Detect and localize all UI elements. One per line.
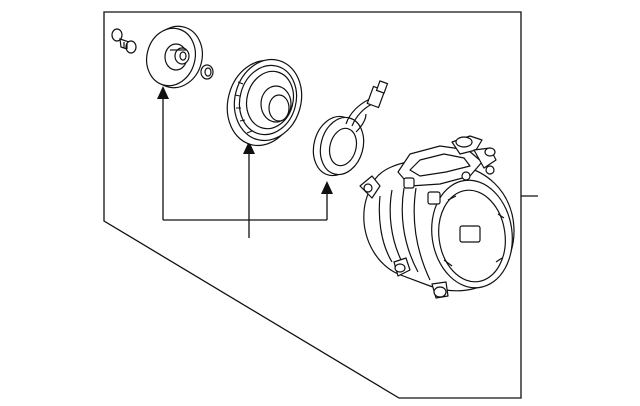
arrow-head-field-coil: [321, 181, 333, 194]
hub-plate-icon: [140, 20, 209, 93]
arrow-head-pulley: [243, 141, 255, 154]
panel-border: [104, 12, 521, 398]
coil-icon: [307, 81, 387, 181]
pulley-icon: [218, 52, 310, 153]
washer-icon: [201, 65, 213, 79]
bolt-icon: [112, 29, 136, 53]
arrow-head-hub-plate: [157, 86, 169, 99]
callout-bracket: [163, 97, 327, 238]
compressor-icon: [360, 136, 519, 298]
